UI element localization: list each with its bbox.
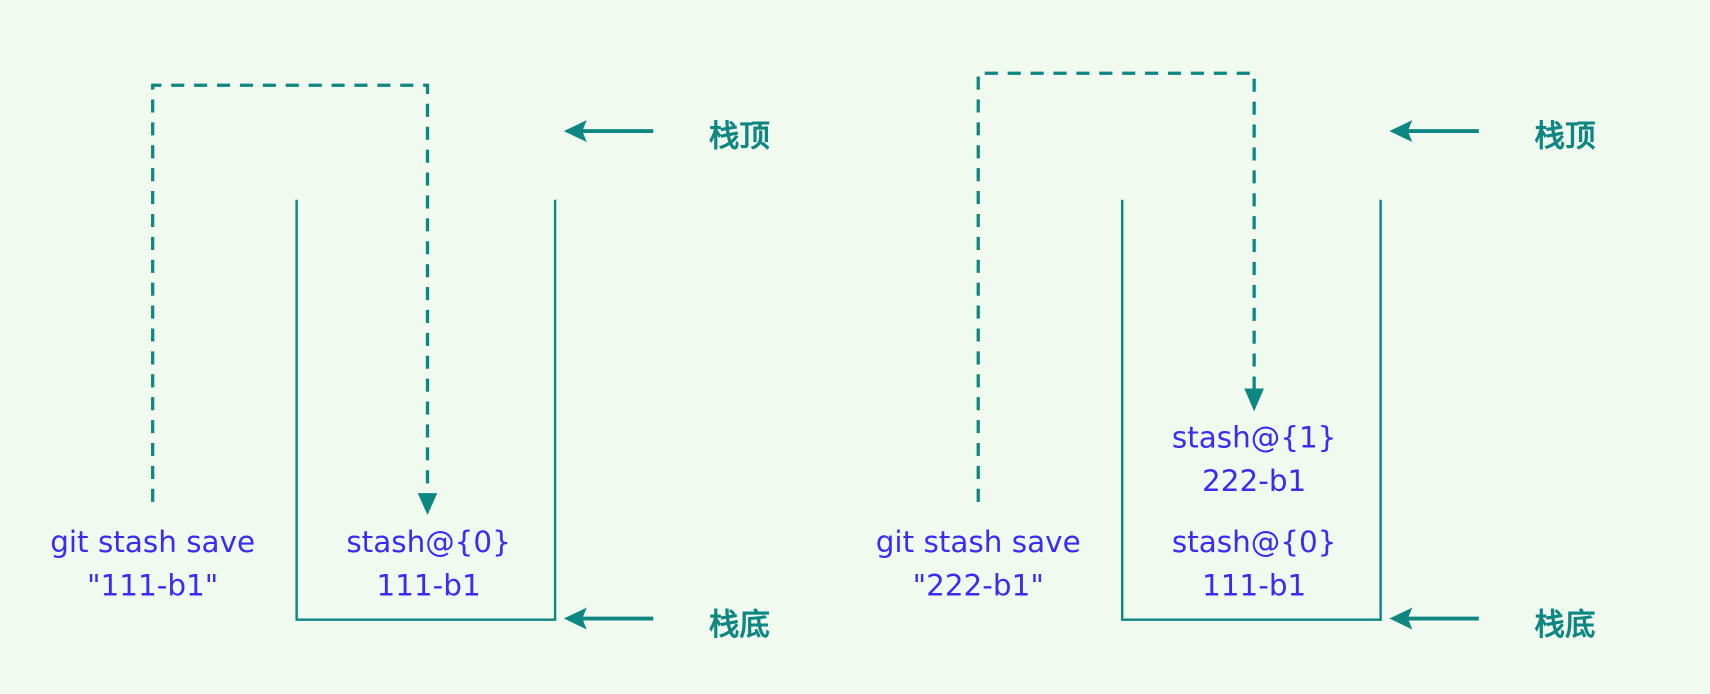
command-message: "222-b1": [913, 569, 1044, 603]
push-flow-dashed-arrow: [976, 71, 1256, 502]
panel-first-stash: 栈顶 栈底 git stash save "111-b1" stash@{0} …: [50, 83, 771, 643]
stash-entry-ref: stash@{0}: [346, 525, 511, 559]
arrow-left-icon: [563, 607, 587, 630]
stack-container: [295, 199, 557, 621]
arrowhead-icon: [417, 493, 438, 515]
arrow-left-icon: [1389, 607, 1413, 630]
stack-top-label: 栈顶: [709, 119, 771, 154]
panel-second-stash: 栈顶 栈底 git stash save "222-b1" stash@{1} …: [876, 71, 1596, 643]
stash-entry-ref: stash@{1}: [1172, 420, 1337, 454]
stack-top-label: 栈顶: [1534, 119, 1596, 154]
arrowhead-icon: [1244, 388, 1264, 412]
stash-entry-message: 111-b1: [1202, 569, 1306, 603]
arrow-left-icon: [1389, 120, 1413, 142]
stash-entry-ref: stash@{0}: [1172, 525, 1337, 559]
stash-entry-message: 222-b1: [1202, 464, 1306, 498]
stack-bottom-label: 栈底: [1534, 608, 1595, 643]
command-message: "111-b1": [87, 569, 218, 603]
arrow-left-icon: [563, 120, 587, 142]
stash-entry-message: 111-b1: [376, 569, 480, 603]
push-flow-dashed-arrow: [151, 83, 430, 502]
command-text: git stash save: [876, 525, 1081, 559]
stack-bottom-label: 栈底: [709, 608, 770, 643]
stack-container: [1120, 199, 1382, 621]
command-text: git stash save: [50, 525, 255, 559]
